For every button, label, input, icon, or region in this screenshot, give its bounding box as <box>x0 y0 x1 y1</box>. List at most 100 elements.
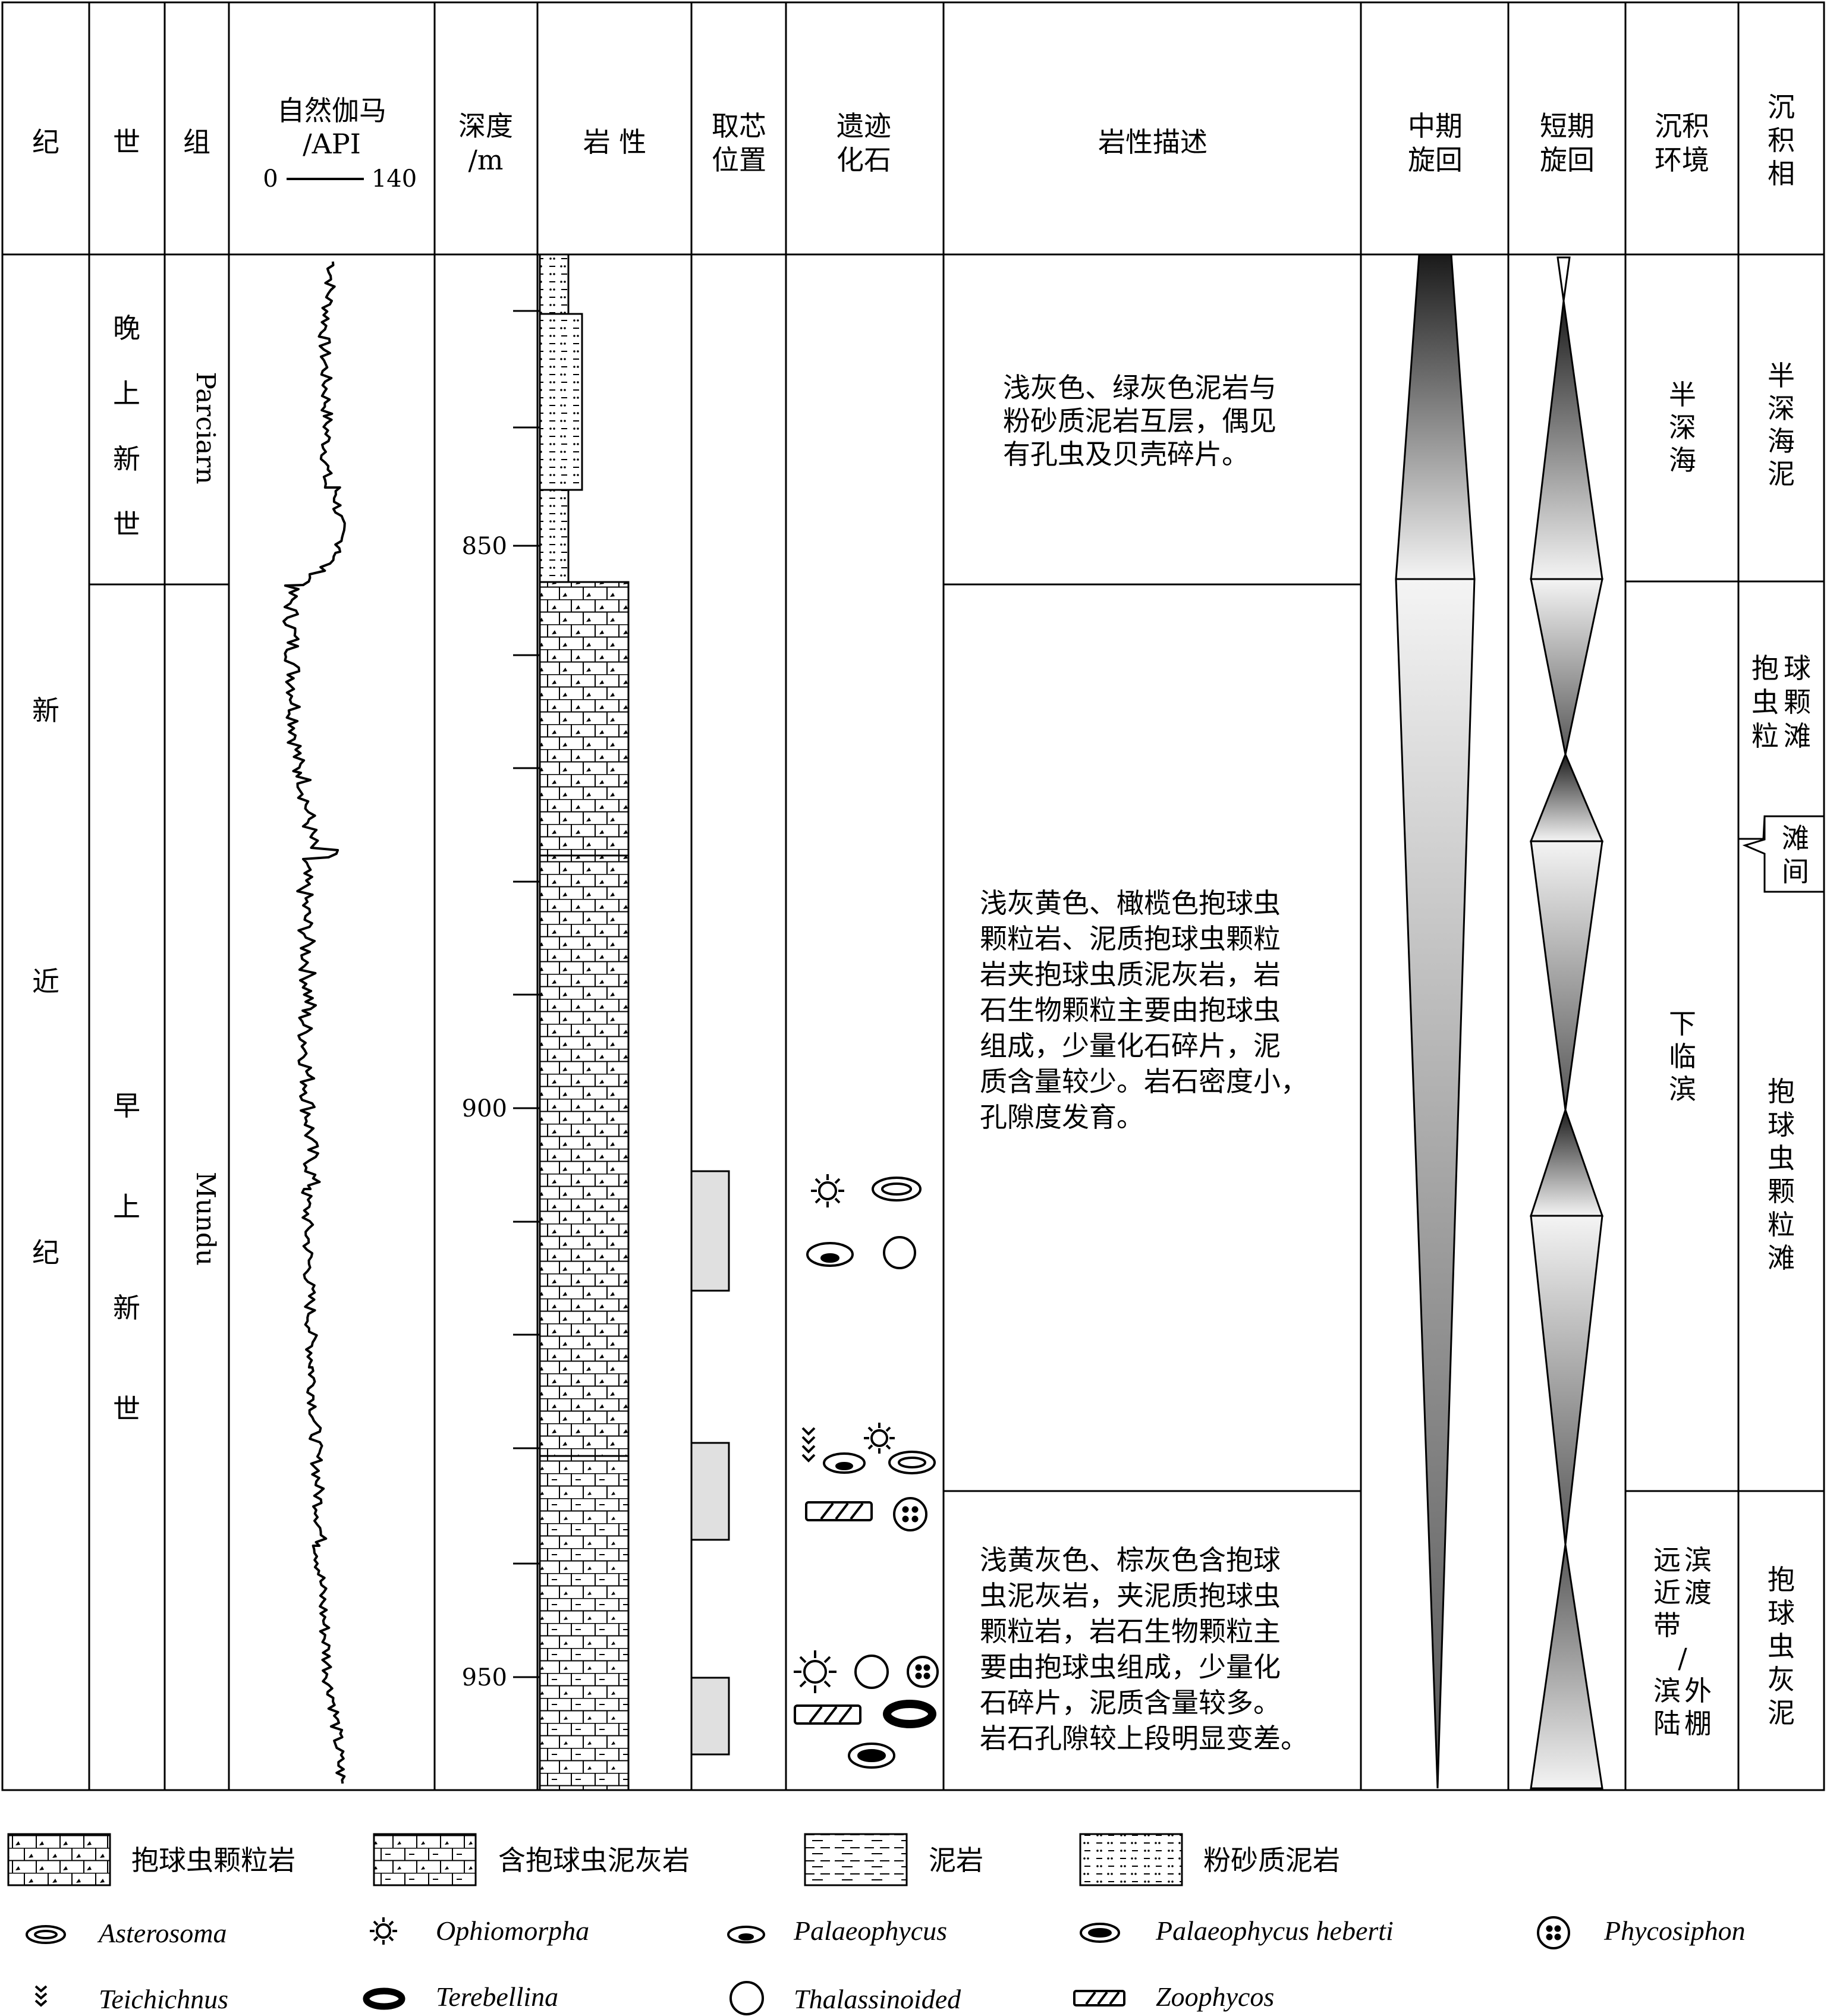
header-core-line2: 位置 <box>712 144 766 176</box>
facies-upper-char: 泥 <box>1768 458 1795 490</box>
legend-fossil-label: Asterosoma <box>97 1918 227 1948</box>
header-row: 纪 世 组 自然伽马 /API 0 140 深度 /m 岩 性 取芯 位置 遗迹… <box>32 91 1795 193</box>
lithology-bed-silty-mudstone <box>539 313 583 491</box>
description-lower-line: 虫泥灰岩，夹泥质抱球虫 <box>980 1580 1281 1612</box>
facies-grain-lower-char: 抱 <box>1768 1075 1795 1108</box>
facies-lime-mud-char: 虫 <box>1768 1630 1795 1662</box>
epoch-lower-char: 新 <box>113 1292 140 1324</box>
environment-lower-char: 近 <box>1653 1577 1681 1609</box>
zoophycos-icon <box>794 1704 861 1725</box>
header-facies-char: 积 <box>1768 124 1795 156</box>
description-lower-line: 石碎片，泥质含量较多。 <box>980 1687 1281 1719</box>
mid-cycle-regressive-half <box>1395 253 1476 580</box>
teichichnus-icon <box>801 1427 816 1463</box>
header-mid-cycle-line1: 中期 <box>1408 110 1463 142</box>
period-char: 新 <box>32 694 59 726</box>
short-cycle-half <box>1530 840 1603 1111</box>
facies-lime-mud-char: 抱 <box>1768 1564 1795 1596</box>
ophiomorpha-icon <box>811 1174 844 1207</box>
core-interval <box>690 1442 730 1541</box>
asterosoma-icon <box>888 1451 936 1474</box>
phycosiphon-icon <box>1537 1916 1570 1949</box>
core-positions <box>690 1170 730 1756</box>
legend-swatch-marl <box>373 1833 477 1886</box>
lithology-bed-silty-mudstone <box>539 489 570 583</box>
legend-lithology-label: 抱球虫颗粒岩 <box>131 1844 295 1876</box>
environment-upper-char: 海 <box>1669 444 1696 476</box>
asterosoma-icon <box>872 1177 922 1202</box>
description-lower-line: 颗粒岩，岩石生物颗粒主 <box>980 1615 1281 1647</box>
facies-grain-char: 抱 <box>1751 652 1779 684</box>
phycosiphon-icon <box>907 1656 939 1688</box>
legend-fossil-label: Zoophycos <box>1156 1982 1274 2012</box>
facies-lime-mud-char: 球 <box>1768 1597 1795 1629</box>
palaeophycus-heberti-icon <box>1080 1923 1120 1943</box>
facies-grain-char: 粒 <box>1751 720 1779 752</box>
header-depth-unit: /m <box>468 144 503 176</box>
legend-swatch-mudstone <box>804 1833 908 1886</box>
header-short-cycle-line2: 旋回 <box>1540 144 1595 176</box>
epoch-upper-char: 晚 <box>113 312 140 344</box>
facies-grain-char: 虫 <box>1751 686 1779 718</box>
header-mid-cycle-line2: 旋回 <box>1408 144 1463 176</box>
legend-lithology-label: 粉砂质泥岩 <box>1203 1844 1340 1876</box>
header-environment-line1: 沉积 <box>1655 110 1709 142</box>
header-trace-line2: 化石 <box>837 144 891 176</box>
description-lower-line: 浅黄灰色、棕灰色含抱球 <box>980 1544 1281 1576</box>
environment-lower-char: 滨 <box>1653 1675 1681 1707</box>
thalassinoided-icon <box>883 1236 916 1269</box>
description-middle-line: 颗粒岩、泥质抱球虫颗粒 <box>980 923 1281 955</box>
short-cycle-half <box>1530 1544 1603 1789</box>
header-lithology: 岩 性 <box>583 126 647 158</box>
short-term-cycle <box>1529 256 1604 1789</box>
environment-middle-char: 滨 <box>1669 1073 1696 1105</box>
description-upper-line: 有孔虫及贝壳碎片。 <box>1003 438 1249 470</box>
environment-lower-char: 渡 <box>1684 1577 1712 1609</box>
environment-lower-char: 外 <box>1684 1675 1712 1707</box>
environment-lower-char: 陆 <box>1653 1707 1681 1740</box>
thalassinoided-icon <box>729 1981 764 2015</box>
header-gamma-title: 自然伽马 <box>277 95 386 127</box>
ophiomorpha-icon <box>864 1423 895 1454</box>
epoch-lower-char: 早 <box>113 1090 140 1122</box>
legend-fossil-label: Palaeophycus <box>793 1916 947 1946</box>
terebellina-icon <box>363 1987 405 2010</box>
environment-upper-char: 半 <box>1669 379 1696 411</box>
environment-upper-char: 深 <box>1669 411 1696 444</box>
description-upper-line: 粉砂质泥岩互层，偶见 <box>1003 405 1276 437</box>
period-char: 纪 <box>32 1237 59 1269</box>
zoophycos-icon <box>1073 1990 1125 2006</box>
core-interval <box>690 1677 730 1756</box>
palaeophycus-heberti-icon <box>848 1743 895 1769</box>
short-cycle-half <box>1529 1107 1604 1217</box>
phycosiphon-icon <box>893 1497 927 1531</box>
environment-lower-char: / <box>1678 1642 1687 1674</box>
header-description: 岩性描述 <box>1098 126 1207 158</box>
formation-lower-label: Mundu <box>190 1172 221 1266</box>
environment-lower-char: 带 <box>1653 1609 1681 1641</box>
facies-grain-lower-char: 颗 <box>1768 1175 1795 1207</box>
legend: 抱球虫颗粒岩 含抱球虫泥灰岩 泥岩 粉砂质泥岩 Asterosoma Ophio… <box>7 1833 1746 2015</box>
palaeophycus-icon <box>823 1452 866 1474</box>
header-core-line1: 取芯 <box>712 110 766 142</box>
trace-fossil-column <box>794 1174 939 1769</box>
facies-upper-char: 半 <box>1768 360 1795 392</box>
epoch-upper-char: 新 <box>113 443 140 475</box>
legend-swatch-silty-mudstone <box>1079 1833 1183 1886</box>
lithology-bed-globigerina-grainstone <box>539 854 630 1457</box>
thalassinoided-icon <box>854 1655 889 1689</box>
epoch-upper-char: 世 <box>113 508 140 540</box>
gamma-ray-curve <box>282 261 346 1784</box>
facies-interbank-char: 间 <box>1782 856 1809 888</box>
legend-fossil-label: Terebellina <box>436 1982 558 2012</box>
header-gamma-min: 0 <box>263 165 278 193</box>
facies-grain-lower-char: 粒 <box>1768 1209 1795 1241</box>
period-char: 近 <box>32 965 59 998</box>
mid-cycle-transgressive-half <box>1395 578 1476 1789</box>
facies-lime-mud-char: 泥 <box>1768 1697 1795 1729</box>
environment-middle-char: 临 <box>1669 1040 1696 1073</box>
facies-grain-lower-char: 虫 <box>1768 1142 1795 1174</box>
description-upper-line: 浅灰色、绿灰色泥岩与 <box>1003 372 1276 404</box>
header-formation: 组 <box>183 126 210 158</box>
